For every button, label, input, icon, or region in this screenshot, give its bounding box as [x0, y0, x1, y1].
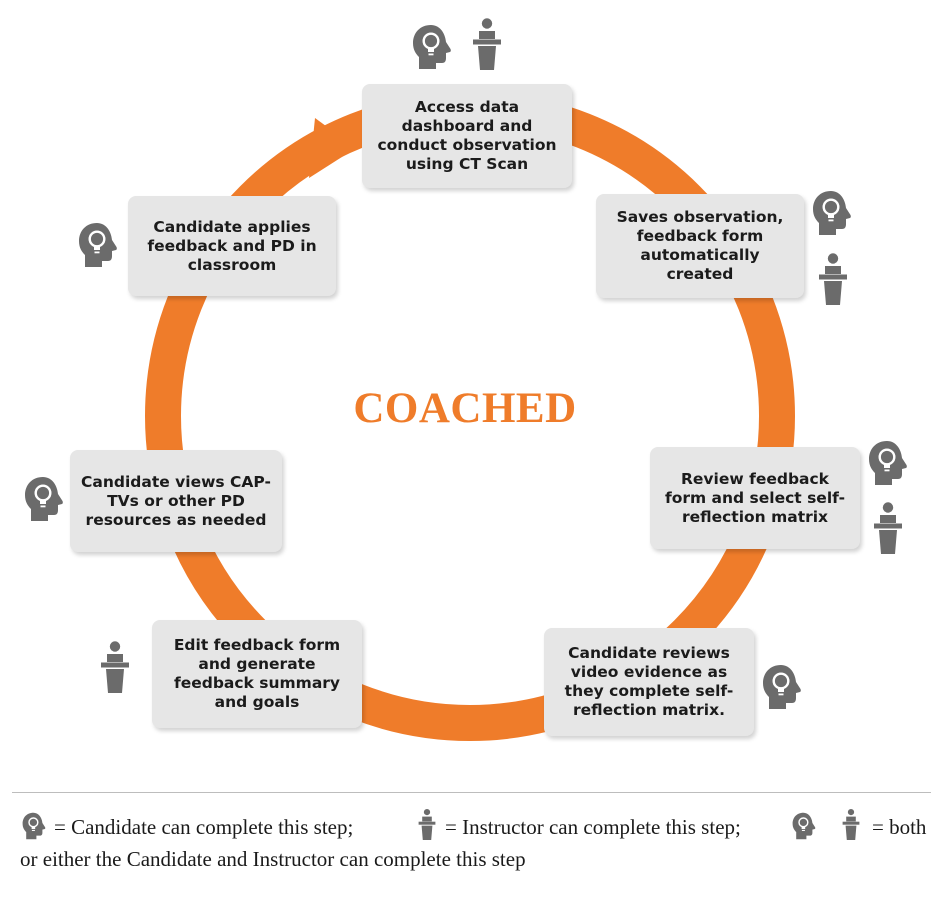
- step-access-dashboard: Access data dashboard and conduct observ…: [362, 84, 572, 188]
- step-edit-feedback-form: Edit feedback form and generate feedback…: [152, 620, 362, 728]
- instructor-icon: [842, 808, 860, 842]
- candidate-icon: [762, 664, 802, 710]
- instructor-icon: [873, 497, 903, 561]
- coached-cycle-diagram: COACHED Access data dashboard and conduc…: [0, 0, 941, 741]
- instructor-icon: [818, 248, 848, 312]
- candidate-icon: [812, 190, 852, 236]
- step-candidate-reviews-video: Candidate reviews video evidence as they…: [544, 628, 754, 736]
- step-saves-observation: Saves observation, feedback form automat…: [596, 194, 804, 298]
- step-candidate-views-captv: Candidate views CAP-TVs or other PD reso…: [70, 450, 282, 552]
- step-text: Review feedback form and select self-ref…: [664, 469, 846, 526]
- candidate-icon: [868, 440, 908, 486]
- step-text: Saves observation, feedback form automat…: [616, 208, 784, 283]
- instructor-icon: [472, 12, 502, 78]
- candidate-icon: [22, 812, 46, 840]
- instructor-icon: [100, 636, 130, 700]
- center-title: COACHED: [353, 385, 577, 432]
- legend-divider: [12, 792, 931, 793]
- candidate-icon: [78, 222, 118, 268]
- instructor-icon: [418, 808, 436, 842]
- step-text: Candidate views CAP-TVs or other PD reso…: [81, 472, 271, 529]
- legend: = Candidate can complete this step; = In…: [20, 808, 935, 874]
- candidate-icon: [412, 24, 452, 70]
- legend-both-text: = both: [872, 815, 927, 839]
- step-review-feedback-form: Review feedback form and select self-ref…: [650, 447, 860, 549]
- candidate-icon: [792, 812, 816, 840]
- step-text: Candidate reviews video evidence as they…: [564, 644, 734, 719]
- step-text: Edit feedback form and generate feedback…: [173, 636, 341, 711]
- step-text: Access data dashboard and conduct observ…: [377, 98, 557, 173]
- legend-instructor-text: = Instructor can complete this step;: [445, 815, 741, 839]
- step-candidate-applies-feedback: Candidate applies feedback and PD in cla…: [128, 196, 336, 296]
- legend-both-continued: or either the Candidate and Instructor c…: [20, 847, 526, 871]
- legend-row: = Candidate can complete this step; = In…: [20, 808, 935, 844]
- legend-candidate-text: = Candidate can complete this step;: [54, 815, 354, 839]
- cycle-arrowhead: [309, 118, 356, 178]
- candidate-icon: [24, 476, 64, 522]
- step-text: Candidate applies feedback and PD in cla…: [147, 217, 317, 274]
